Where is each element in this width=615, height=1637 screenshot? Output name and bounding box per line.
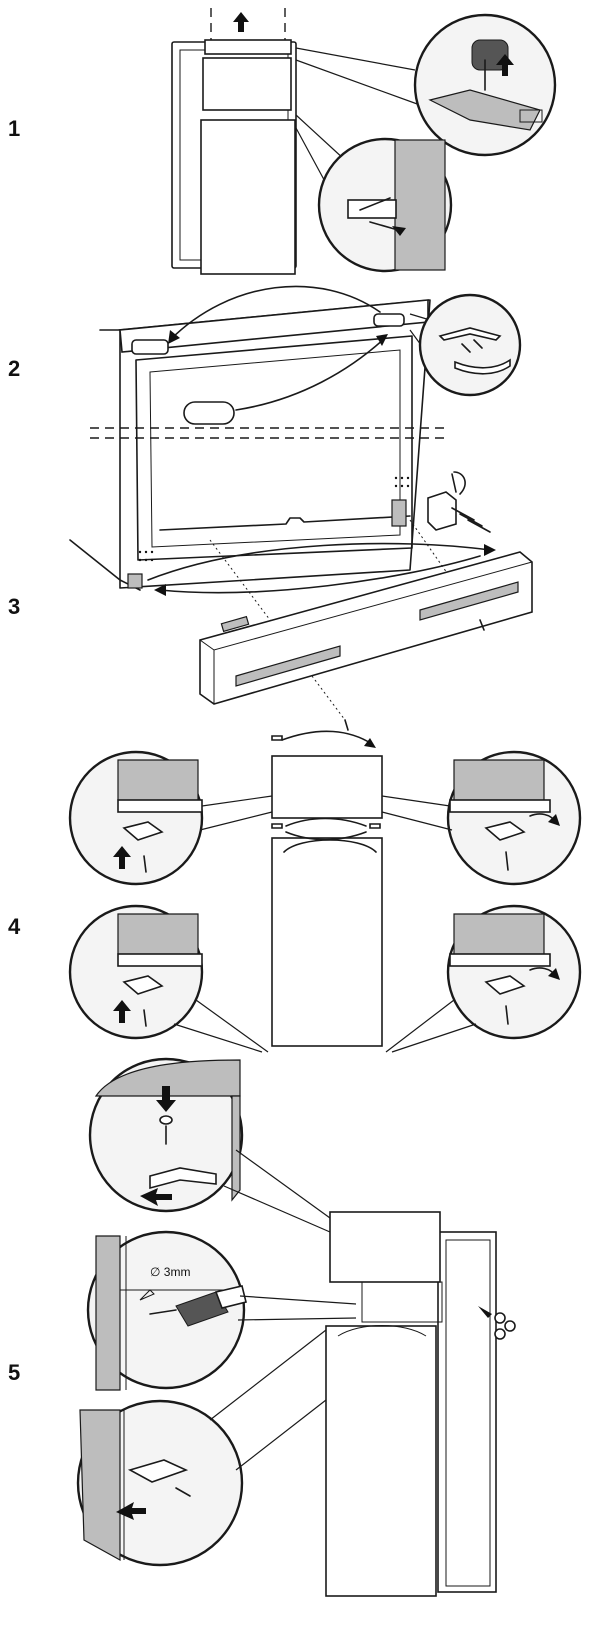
step-number-2: 2 (8, 356, 21, 381)
fridge-door-flip (271, 837, 383, 1047)
step-1-illustration (171, 8, 557, 275)
step-4-illustration (68, 730, 582, 1053)
curved-arrow-icon (169, 285, 381, 341)
up-arrow-icon (233, 12, 249, 32)
bottom-hinge-bracket (427, 491, 457, 531)
fridge-door-installed (325, 1325, 437, 1597)
step-5-illustration: ∅ 3mm (76, 1057, 516, 1597)
down-arrow-icon (156, 1086, 176, 1112)
handle-detail-lens (418, 293, 522, 397)
arrow-icon (116, 1502, 146, 1520)
screw-icon (451, 507, 475, 521)
step-number-3: 3 (8, 594, 21, 619)
curved-arrow-icon (147, 542, 491, 581)
handle (183, 401, 235, 425)
up-arrow-icon (113, 846, 131, 869)
arrow-icon (478, 1306, 492, 1318)
step-3-illustration (69, 471, 533, 731)
kickplate-vent-right (419, 581, 519, 621)
right-handle-slot (373, 313, 405, 327)
screw-icon (344, 719, 349, 731)
vent-dots (138, 476, 410, 562)
drill-detail-lens (86, 1230, 246, 1390)
up-arrow-icon (113, 1000, 131, 1023)
kickplate-vent-left (235, 645, 341, 687)
hinge-plate (391, 499, 407, 527)
drill-icon (149, 1285, 247, 1327)
freezer-door-installed (329, 1211, 441, 1283)
up-arrow-icon (496, 54, 514, 76)
curved-arrow-icon (453, 471, 466, 495)
curved-arrow-icon (235, 337, 386, 411)
step-2-illustration (90, 285, 522, 589)
arrow-icon (140, 1188, 172, 1206)
left-handle-slot (131, 339, 169, 355)
freezer-door-flip (271, 755, 383, 819)
pin-icon (271, 735, 283, 741)
curved-arrow-icon (285, 831, 367, 841)
step-number-1: 1 (8, 116, 21, 141)
freezer-door (202, 57, 292, 111)
top-hinge-cover (204, 39, 292, 55)
curved-arrow-icon (285, 817, 367, 827)
fridge-door (200, 119, 296, 275)
step-number-4: 4 (8, 914, 21, 939)
curved-arrow-icon (159, 555, 481, 594)
cabinet-side (437, 1231, 497, 1593)
step-number-5: 5 (8, 1360, 21, 1385)
drill-size-label: ∅ 3mm (150, 1265, 190, 1279)
curved-arrow-icon (281, 730, 373, 745)
